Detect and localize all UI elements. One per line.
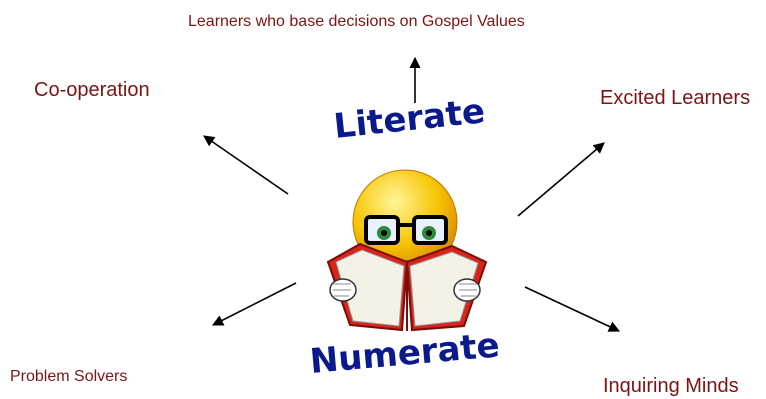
arrow-upper-right xyxy=(517,142,605,217)
label-co-operation: Co-operation xyxy=(34,79,150,101)
arrow-lower-left xyxy=(212,282,297,326)
label-gospel-values: Learners who base decisions on Gospel Va… xyxy=(188,13,525,30)
label-excited-learners: Excited Learners xyxy=(600,87,751,109)
label-inquiring-minds: Inquiring Minds xyxy=(603,375,739,397)
arrow-upper-left xyxy=(203,135,289,195)
arrow-lower-right xyxy=(524,286,621,332)
glasses-icon xyxy=(364,215,448,245)
book-icon xyxy=(326,242,488,332)
hands-icon xyxy=(329,278,481,302)
label-problem-solvers: Problem Solvers xyxy=(10,368,128,385)
reading-smiley-icon xyxy=(326,169,488,332)
